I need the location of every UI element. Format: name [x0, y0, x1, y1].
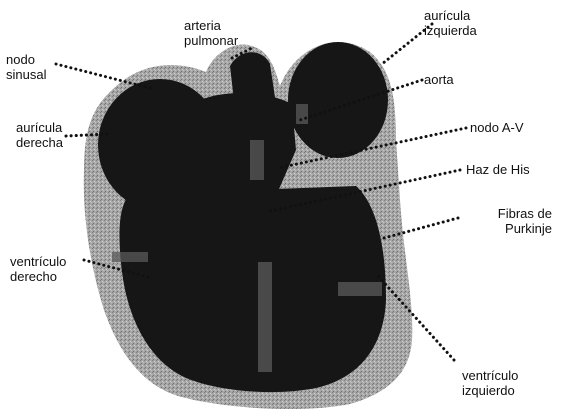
label-auricula-izquierda: aurícula izquierda: [424, 8, 477, 38]
leader-auricula-derecha: [66, 134, 108, 136]
label-ventriculo-izquierdo: ventrículo izquierdo: [462, 368, 518, 398]
label-arteria-pulmonar: arteria pulmonar: [184, 18, 238, 48]
label-fibras-de-purkinje: Fibras de Purkinje: [470, 206, 552, 236]
label-auricula-derecha: aurícula derecha: [16, 120, 63, 150]
label-nodo-sinusal: nodo sinusal: [6, 52, 46, 82]
label-aorta: aorta: [424, 72, 454, 87]
label-ventriculo-derecho: ventrículo derecho: [10, 254, 66, 284]
label-haz-de-his: Haz de His: [466, 162, 530, 177]
label-nodo-av: nodo A-V: [470, 120, 524, 135]
